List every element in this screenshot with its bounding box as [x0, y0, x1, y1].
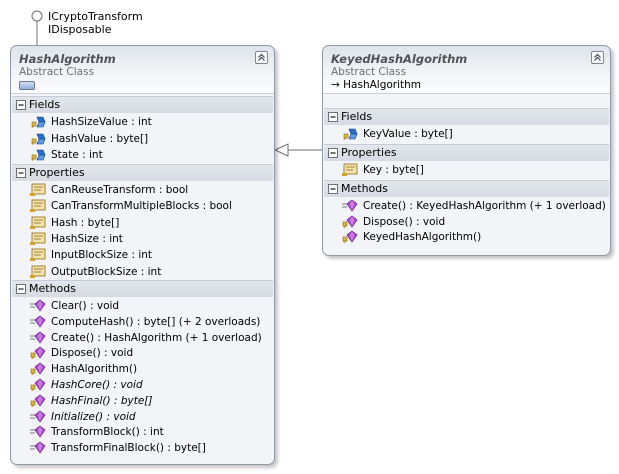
compartment-header-methods[interactable]: Methods — [324, 180, 609, 197]
member-signature: Create() : KeyedHashAlgorithm (+ 1 overl… — [363, 200, 606, 212]
compartment-title: Properties — [341, 146, 397, 159]
member-signature: ComputeHash() : byte[] (+ 2 overloads) — [51, 315, 261, 328]
member-signature: HashSize : int — [51, 232, 123, 245]
compartment-header-fields[interactable]: Fields — [324, 108, 609, 125]
protected-method-icon — [341, 215, 359, 229]
collapse-box-icon[interactable] — [16, 284, 26, 294]
property-icon — [29, 248, 47, 262]
member-signature: Key : byte[] — [363, 164, 424, 176]
member-signature: HashAlgorithm() — [51, 363, 138, 376]
member-signature: HashFinal() : byte[] — [51, 394, 153, 407]
compartment-title: Properties — [29, 166, 85, 179]
member-signature: HashSizeValue : int — [51, 116, 152, 128]
public-method-icon — [29, 315, 47, 329]
compartment-header-properties[interactable]: Properties — [324, 144, 609, 161]
member-signature: HashCore() : void — [51, 379, 143, 391]
member-signature: CanTransformMultipleBlocks : bool — [51, 200, 232, 213]
collapse-box-icon[interactable] — [16, 100, 26, 110]
member-signature: OutputBlockSize : int — [51, 265, 162, 278]
member-signature: CanReuseTransform : bool — [51, 184, 189, 196]
member-signature: Initialize() : void — [51, 410, 136, 423]
property-icon — [29, 265, 47, 279]
protected-method-icon — [29, 362, 47, 376]
protected-field-icon — [341, 127, 359, 141]
member-signature: TransformFinalBlock() : byte[] — [51, 442, 206, 455]
class-kind: Abstract Class — [19, 66, 95, 78]
class-name: HashAlgorithm — [19, 52, 116, 66]
collapse-box-icon[interactable] — [328, 184, 338, 194]
collapse-box-icon[interactable] — [328, 112, 338, 122]
arrow-right-icon: → — [331, 79, 344, 91]
property-icon — [29, 216, 47, 230]
protected-method-icon — [29, 394, 47, 408]
protected-field-icon — [29, 132, 47, 146]
compartment-header-properties[interactable]: Properties — [12, 164, 273, 181]
compartment-title: Methods — [341, 182, 388, 195]
member-signature: Dispose() : void — [363, 215, 446, 228]
chevrons-up-icon[interactable] — [591, 51, 604, 64]
class-kind: Abstract Class — [331, 66, 407, 78]
member-signature: HashValue : byte[] — [51, 132, 149, 145]
member-signature: Create() : HashAlgorithm (+ 1 overload) — [51, 331, 262, 344]
compartment-title: Methods — [29, 282, 76, 295]
public-method-icon — [29, 299, 47, 313]
class-name: KeyedHashAlgorithm — [331, 52, 468, 66]
public-method-icon — [341, 199, 359, 213]
member-signature: Hash : byte[] — [51, 216, 120, 229]
inheritance-arrow — [273, 143, 322, 157]
compartment-title: Fields — [29, 98, 61, 111]
member-signature: KeyValue : byte[] — [363, 128, 453, 140]
member-signature: InputBlockSize : int — [51, 249, 153, 262]
protected-field-icon — [29, 115, 47, 129]
interface-label: IDisposable — [48, 23, 112, 36]
compartment-header-fields[interactable]: Fields — [12, 96, 273, 113]
member-signature: TransformBlock() : int — [51, 426, 164, 439]
public-method-icon — [29, 331, 47, 345]
compartment-header-methods[interactable]: Methods — [12, 280, 273, 297]
interface-label: ICryptoTransform — [48, 10, 143, 23]
chevrons-up-icon[interactable] — [255, 51, 268, 64]
member-signature: KeyedHashAlgorithm() — [363, 231, 482, 243]
base-class-label: → HashAlgorithm — [331, 79, 421, 91]
protected-field-icon — [29, 148, 47, 162]
member-signature: Dispose() : void — [51, 347, 134, 360]
property-icon — [29, 199, 47, 213]
property-icon — [341, 163, 359, 177]
property-icon — [29, 232, 47, 246]
public-method-icon — [29, 425, 47, 439]
member-signature: State : int — [51, 149, 103, 161]
base-class-name: HashAlgorithm — [343, 79, 422, 91]
public-method-icon — [29, 410, 47, 424]
protected-method-icon — [341, 230, 359, 244]
collapse-box-icon[interactable] — [328, 148, 338, 158]
class-shape-icon — [19, 81, 35, 90]
interface-labels: ICryptoTransform IDisposable — [48, 10, 143, 36]
collapse-box-icon[interactable] — [16, 168, 26, 178]
compartment-title: Fields — [341, 110, 373, 123]
public-method-icon — [29, 441, 47, 455]
property-icon — [29, 183, 47, 197]
member-signature: Clear() : void — [51, 300, 120, 312]
interface-lollipop — [31, 10, 43, 45]
protected-method-icon — [29, 378, 47, 392]
protected-method-icon — [29, 346, 47, 360]
